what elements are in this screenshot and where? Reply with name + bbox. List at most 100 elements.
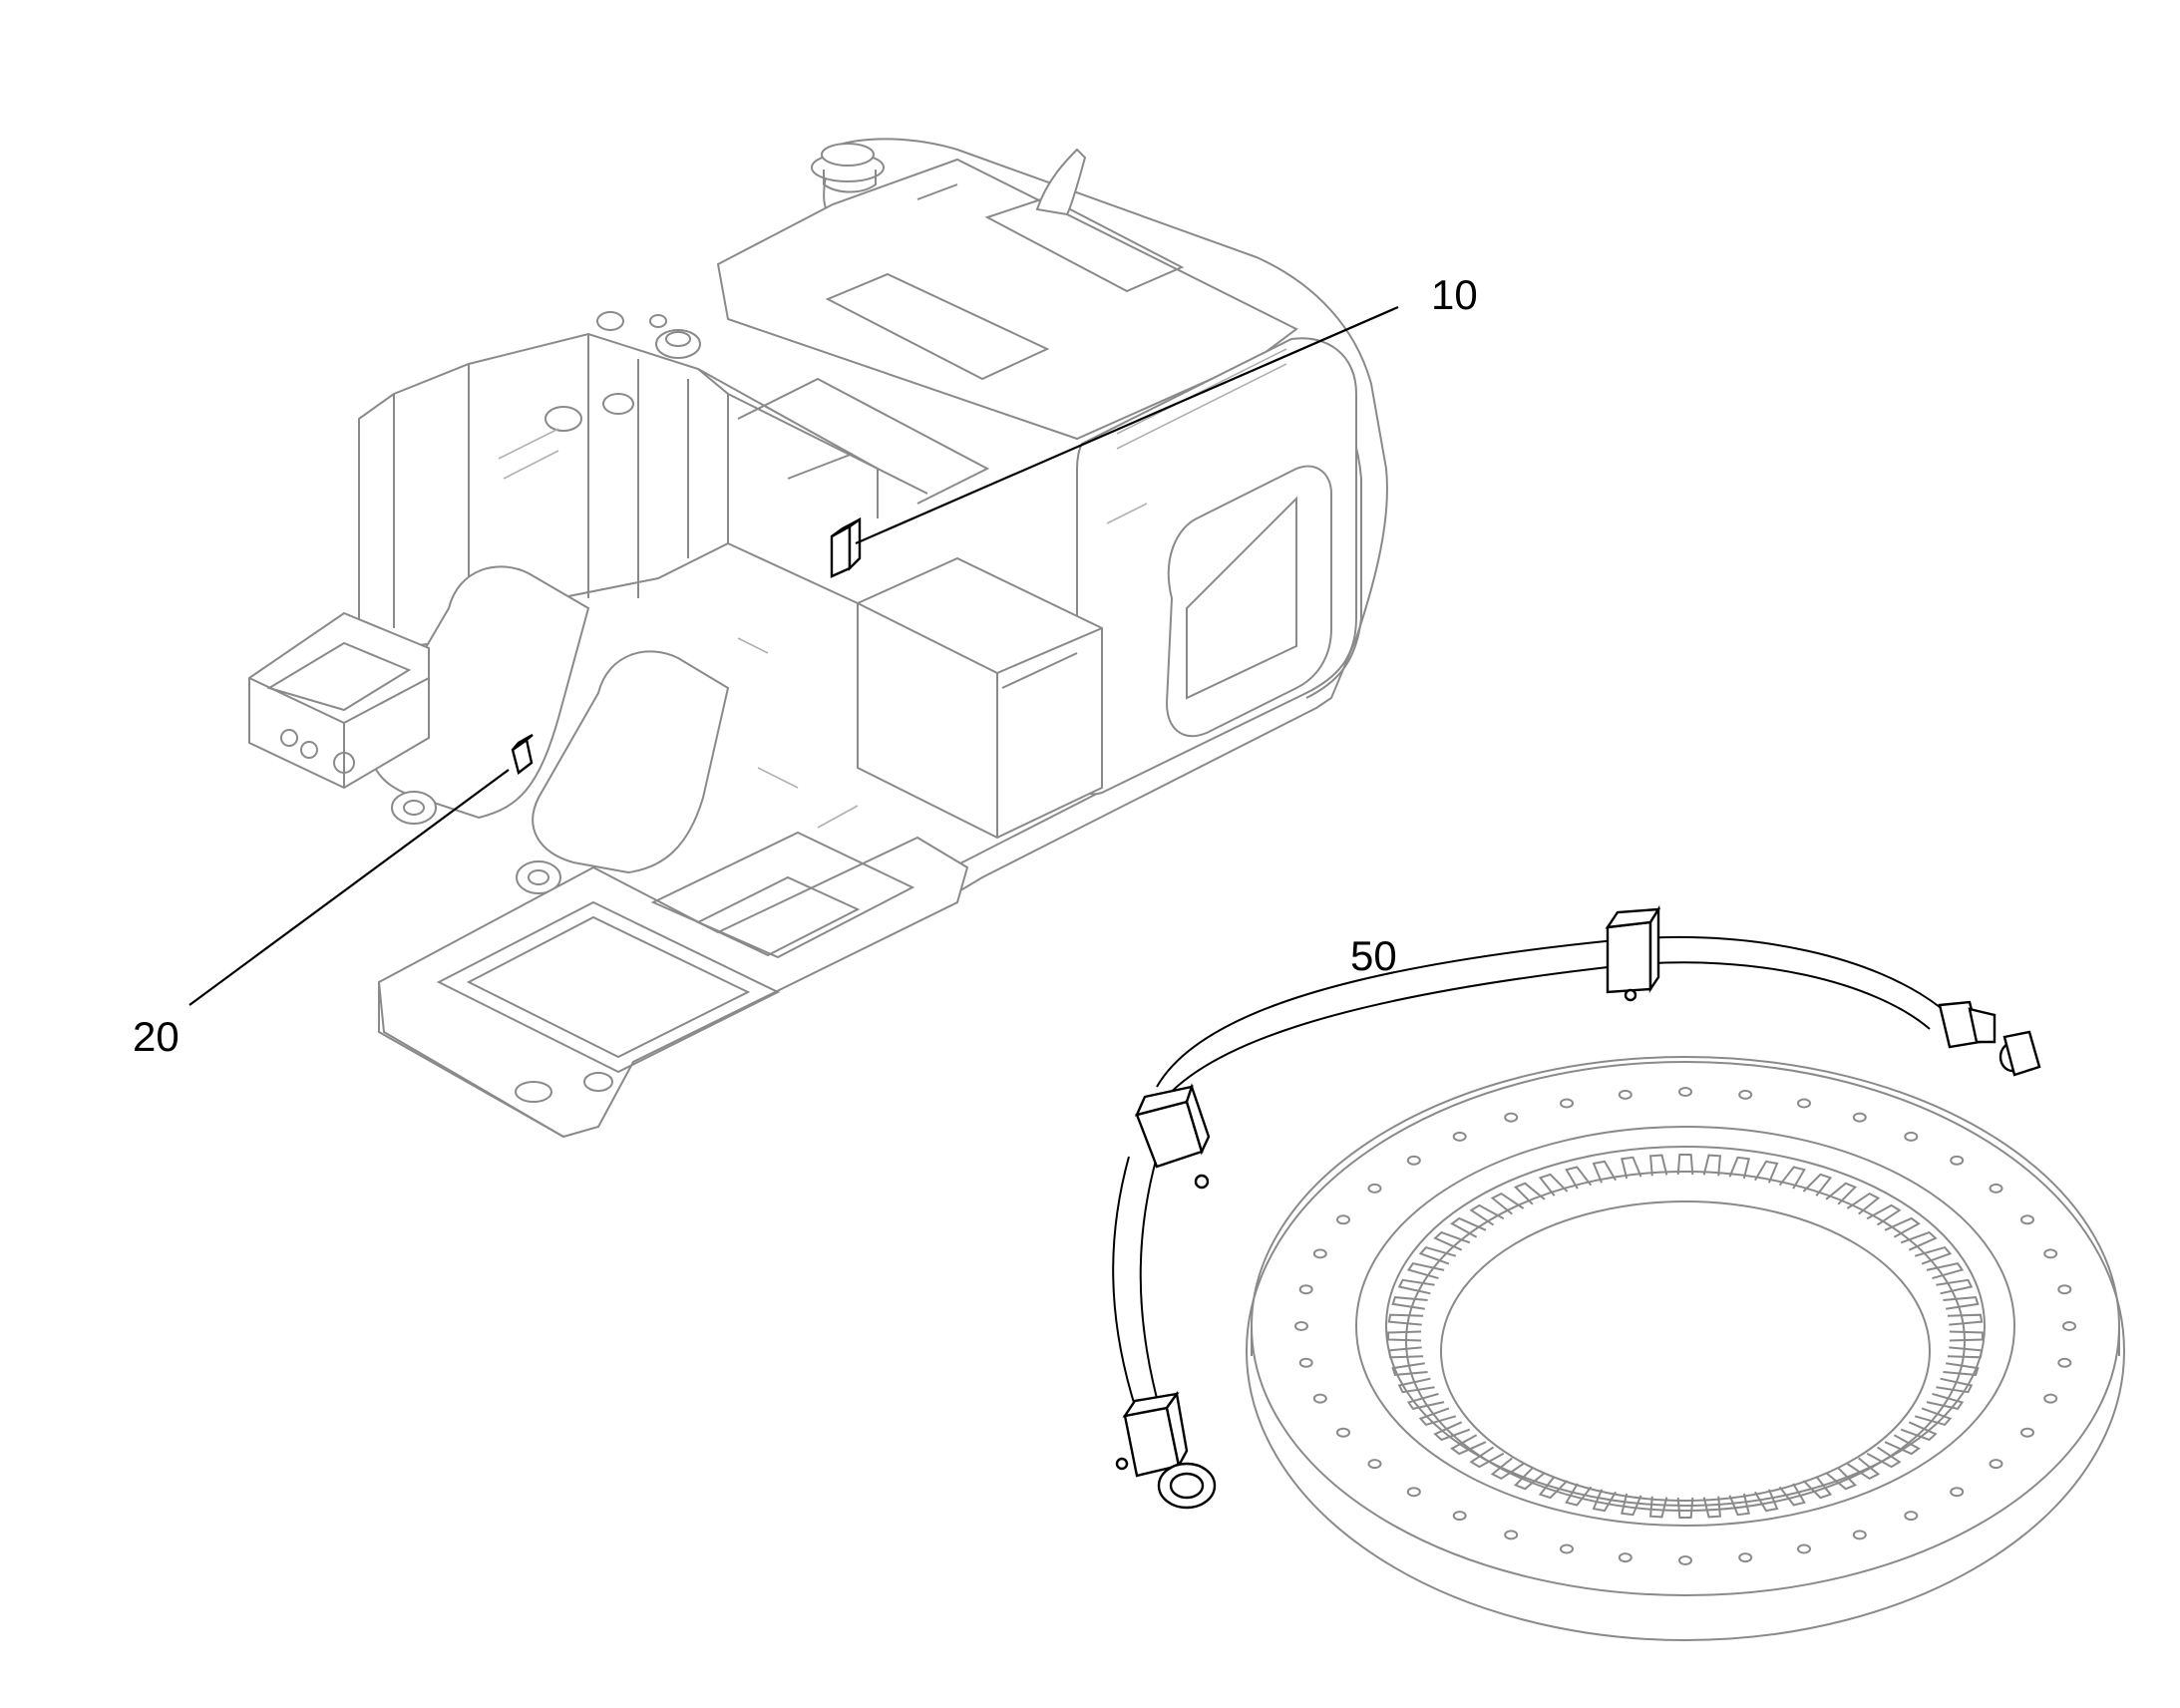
ring-tooth xyxy=(1943,1296,1980,1310)
ring-tooth xyxy=(1418,1245,1457,1265)
ring-tooth xyxy=(1406,1261,1445,1280)
ring-bolt-hole xyxy=(2020,1427,2034,1438)
ring-bolt-hole xyxy=(2020,1214,2034,1225)
ring-tooth xyxy=(1825,1182,1858,1205)
ring-tooth xyxy=(1926,1392,1965,1411)
callout-label-10: 10 xyxy=(1431,271,1478,318)
ring-gear-teeth xyxy=(1387,1154,1984,1519)
ring-bolt-hole xyxy=(1618,1089,1633,1100)
ring-bolt-hole xyxy=(1797,1098,1811,1109)
ring-tooth xyxy=(1778,1166,1806,1190)
ring-tooth xyxy=(1884,1434,1921,1456)
ring-bolt-hole xyxy=(1298,1357,1313,1368)
ring-tooth xyxy=(1936,1278,1974,1295)
ring-bolt-hole xyxy=(2043,1248,2058,1259)
ring-bolt-hole xyxy=(1452,1131,1467,1142)
ring-tooth xyxy=(1387,1313,1424,1326)
ring-tooth xyxy=(1949,1330,1984,1342)
ring-tooth xyxy=(1592,1489,1617,1513)
ring-bolt-hole xyxy=(1367,1459,1382,1470)
ring-tooth xyxy=(1936,1377,1974,1394)
ring-bolt-holes xyxy=(1294,1087,2076,1565)
ring-bolt-hole xyxy=(1298,1284,1313,1295)
ring-bolt-hole xyxy=(2043,1393,2058,1404)
hose-assembly-part-50 xyxy=(1112,904,2041,1510)
slewing-ring-drawing xyxy=(1246,1056,2125,1641)
ring-tooth xyxy=(1490,1457,1525,1481)
ring-bolt-hole xyxy=(2057,1284,2072,1295)
ring-tooth xyxy=(1866,1446,1902,1469)
ring-bolt-hole xyxy=(1336,1214,1350,1225)
ring-bolt-hole xyxy=(1336,1427,1350,1438)
ring-bolt-hole xyxy=(1312,1393,1327,1404)
ring-tooth xyxy=(1802,1476,1833,1500)
ring-tooth xyxy=(1676,1497,1694,1519)
ring-bolt-hole xyxy=(1294,1321,1308,1331)
ring-tooth xyxy=(1418,1407,1457,1427)
ring-tooth xyxy=(1490,1192,1525,1215)
ring-tooth xyxy=(1846,1457,1881,1481)
pad-part-20 xyxy=(511,733,534,776)
ring-tooth xyxy=(1387,1346,1424,1359)
ring-tooth xyxy=(1947,1346,1984,1359)
ring-tooth xyxy=(1397,1278,1435,1295)
ring-bolt-hole xyxy=(1989,1183,2003,1194)
ring-tooth xyxy=(1728,1493,1750,1517)
ring-bolt-hole xyxy=(1504,1112,1519,1123)
ring-bolt-hole xyxy=(1852,1530,1867,1540)
machine-frame-drawing xyxy=(248,138,1388,1139)
ring-tooth xyxy=(1754,1160,1779,1184)
ring-tooth xyxy=(1592,1160,1617,1184)
ring-tooth xyxy=(1926,1261,1965,1280)
ring-tooth xyxy=(1649,1496,1668,1519)
ring-tooth xyxy=(1802,1173,1833,1196)
ring-tooth xyxy=(1433,1421,1471,1442)
ring-tooth xyxy=(1565,1483,1593,1507)
ring-tooth xyxy=(1649,1154,1668,1177)
ring-tooth xyxy=(1825,1467,1858,1491)
ring-tooth xyxy=(1387,1330,1422,1342)
ring-bolt-hole xyxy=(1797,1543,1811,1554)
ring-tooth xyxy=(1914,1245,1953,1265)
ring-tooth xyxy=(1450,1216,1487,1238)
callout-label-50: 50 xyxy=(1350,932,1397,979)
ring-tooth xyxy=(1433,1230,1471,1251)
ring-bolt-hole xyxy=(1989,1459,2003,1470)
ring-tooth xyxy=(1450,1434,1487,1456)
ring-bolt-hole xyxy=(1678,1555,1692,1565)
ring-tooth xyxy=(1728,1156,1750,1180)
ring-tooth xyxy=(1900,1230,1938,1251)
ring-tooth xyxy=(1676,1154,1694,1176)
leader-line-10 xyxy=(855,305,1399,545)
ring-tooth xyxy=(1391,1296,1428,1310)
ring-tooth xyxy=(1538,1173,1569,1196)
ring-bolt-hole xyxy=(1738,1089,1753,1100)
ring-tooth xyxy=(1469,1203,1505,1226)
pad-part-10 xyxy=(830,516,862,578)
ring-tooth xyxy=(1397,1377,1435,1394)
ring-bolt-hole xyxy=(1852,1112,1867,1123)
callout-label-20: 20 xyxy=(133,1013,180,1060)
ring-bolt-hole xyxy=(2057,1357,2072,1368)
ring-bolt-hole xyxy=(2062,1321,2076,1331)
ring-tooth xyxy=(1621,1156,1642,1180)
ring-tooth xyxy=(1943,1362,1980,1376)
ring-tooth xyxy=(1469,1446,1505,1469)
ring-bolt-hole xyxy=(1560,1098,1574,1109)
ring-bolt-hole xyxy=(1367,1183,1382,1194)
ring-bolt-hole xyxy=(1618,1552,1633,1563)
ring-bolt-hole xyxy=(1904,1511,1919,1522)
ring-tooth xyxy=(1565,1166,1593,1190)
ring-tooth xyxy=(1884,1216,1921,1238)
ring-bolt-hole xyxy=(1504,1530,1519,1540)
ring-tooth xyxy=(1754,1489,1779,1513)
ring-tooth xyxy=(1702,1496,1721,1519)
ring-tooth xyxy=(1778,1483,1806,1507)
ring-tooth xyxy=(1538,1476,1569,1500)
ring-tooth xyxy=(1914,1407,1953,1427)
leader-line-20 xyxy=(188,769,510,1006)
ring-bolt-hole xyxy=(1406,1155,1421,1166)
ring-tooth xyxy=(1846,1192,1881,1215)
ring-tooth xyxy=(1947,1313,1984,1326)
ring-bolt-hole xyxy=(1950,1155,1965,1166)
